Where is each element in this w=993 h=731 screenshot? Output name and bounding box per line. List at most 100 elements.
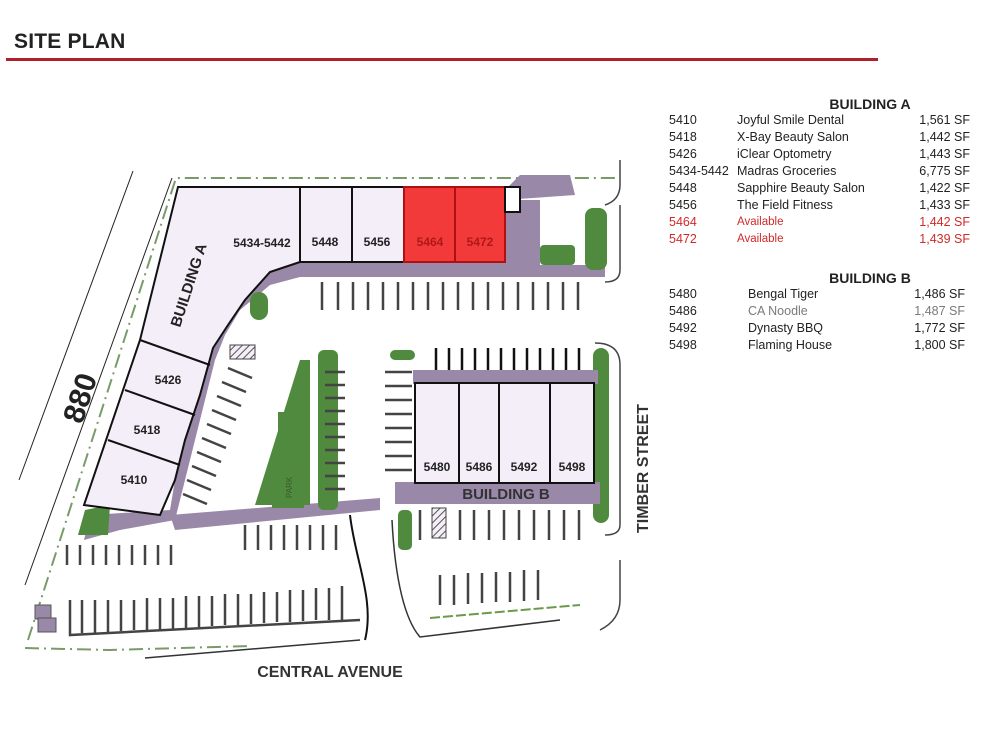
building-b bbox=[414, 382, 595, 484]
square-feet: 1,800 SF bbox=[914, 338, 965, 352]
parking-a-front bbox=[320, 282, 580, 310]
page-title: SITE PLAN bbox=[14, 30, 126, 53]
hedge bbox=[429, 604, 581, 619]
tenant-row: 5492 Dynasty BBQ 1,772 SF bbox=[665, 320, 975, 337]
tenant-name: Sapphire Beauty Salon bbox=[737, 181, 865, 195]
unit-number: 5486 bbox=[669, 304, 697, 318]
square-feet: 1,442 SF bbox=[919, 215, 970, 229]
tenant-legend: BUILDING A 5410 Joyful Smile Dental 1,56… bbox=[665, 96, 975, 368]
central-avenue-label: CENTRAL AVENUE bbox=[257, 664, 403, 681]
parking-b-top bbox=[434, 348, 581, 370]
square-feet: 1,443 SF bbox=[919, 147, 970, 161]
park-area bbox=[272, 463, 304, 508]
timber-street-curbs bbox=[594, 160, 621, 631]
tenant-row: 5486 CA Noodle 1,487 SF bbox=[665, 303, 975, 320]
unit-5480: 5480 bbox=[424, 460, 451, 474]
unit-number: 5472 bbox=[669, 232, 697, 246]
square-feet: 1,561 SF bbox=[919, 113, 970, 127]
tenant-name: iClear Optometry bbox=[737, 147, 832, 161]
square-feet: 1,772 SF bbox=[914, 321, 965, 335]
tenant-row: 5426 iClear Optometry 1,443 SF bbox=[665, 146, 975, 163]
title-divider bbox=[6, 58, 878, 61]
accessible-stall-b bbox=[431, 507, 447, 539]
parking-lower-right bbox=[438, 570, 540, 605]
unit-5418: 5418 bbox=[134, 423, 161, 437]
unit-number: 5492 bbox=[669, 321, 697, 335]
building-b-units: 5480 5486 5492 5498 bbox=[424, 460, 586, 474]
building-b-label: BUILDING B bbox=[462, 486, 550, 503]
square-feet: 1,487 SF bbox=[914, 304, 965, 318]
unit-5410: 5410 bbox=[121, 473, 148, 487]
unit-5472-highlight bbox=[454, 186, 506, 263]
tenant-row: 5456 The Field Fitness 1,433 SF bbox=[665, 197, 975, 214]
parking-center bbox=[325, 370, 412, 491]
unit-5426: 5426 bbox=[155, 373, 182, 387]
tenant-name: Available bbox=[737, 233, 784, 245]
central-avenue-curb bbox=[144, 639, 361, 659]
site-plan-map: 880 PARK 5434-5442 bbox=[18, 160, 652, 681]
building-b-heading: BUILDING B bbox=[829, 270, 911, 286]
unit-5456: 5456 bbox=[364, 235, 391, 249]
unit-5434-5442: 5434-5442 bbox=[233, 236, 291, 250]
tenant-row: 5498 Flaming House 1,800 SF bbox=[665, 337, 975, 354]
tenant-row: 5410 Joyful Smile Dental 1,561 SF bbox=[665, 112, 975, 129]
property-boundary bbox=[24, 177, 620, 652]
square-feet: 1,433 SF bbox=[919, 198, 970, 212]
corner-structure bbox=[34, 604, 57, 633]
unit-number: 5480 bbox=[669, 287, 697, 301]
unit-number: 5434-5442 bbox=[669, 164, 729, 178]
tenant-row-available: 5472 Available 1,439 SF bbox=[665, 231, 975, 248]
building-a-heading: BUILDING A bbox=[829, 96, 911, 112]
parking-b-bottom bbox=[418, 510, 581, 540]
unit-number: 5448 bbox=[669, 181, 697, 195]
building-b-walkway bbox=[395, 370, 600, 504]
unit-number: 5426 bbox=[669, 147, 697, 161]
unit-5464: 5464 bbox=[417, 235, 444, 249]
parking-bottom-row bbox=[68, 586, 361, 637]
tenant-row: 5448 Sapphire Beauty Salon 1,422 SF bbox=[665, 180, 975, 197]
square-feet: 1,442 SF bbox=[919, 130, 970, 144]
unit-5498: 5498 bbox=[559, 460, 586, 474]
square-feet: 1,439 SF bbox=[919, 232, 970, 246]
tenant-name: Flaming House bbox=[748, 338, 833, 352]
unit-number: 5498 bbox=[669, 338, 697, 352]
unit-5448: 5448 bbox=[312, 235, 339, 249]
unit-number: 5464 bbox=[669, 215, 697, 229]
unit-5492: 5492 bbox=[511, 460, 538, 474]
tenant-name: Bengal Tiger bbox=[748, 287, 819, 301]
tenant-name: Joyful Smile Dental bbox=[737, 113, 844, 127]
square-feet: 1,486 SF bbox=[914, 287, 965, 301]
tenant-name: Available bbox=[737, 216, 784, 228]
unit-5464-highlight bbox=[403, 186, 456, 263]
building-a bbox=[82, 186, 521, 517]
park-label: PARK bbox=[285, 476, 294, 498]
parking-a-angled bbox=[182, 366, 253, 506]
tenant-row-available: 5464 Available 1,442 SF bbox=[665, 214, 975, 231]
tenant-name: X-Bay Beauty Salon bbox=[737, 130, 849, 144]
unit-number: 5456 bbox=[669, 198, 697, 212]
drive-curb-right bbox=[391, 519, 561, 638]
parking-lower-left bbox=[65, 525, 338, 565]
unit-5472: 5472 bbox=[467, 235, 494, 249]
tenant-name: Madras Groceries bbox=[737, 164, 837, 178]
timber-street-label: TIMBER STREET bbox=[635, 404, 652, 533]
drive-curb-left bbox=[349, 514, 369, 641]
highway-label: 880 bbox=[57, 369, 104, 427]
landscape-areas bbox=[78, 208, 609, 550]
tenant-row: 5418 X-Bay Beauty Salon 1,442 SF bbox=[665, 129, 975, 146]
square-feet: 6,775 SF bbox=[919, 164, 970, 178]
building-a-units: 5434-5442 5448 5456 5464 5472 5426 5418 … bbox=[121, 235, 494, 487]
building-b-table: BUILDING B 5480 Bengal Tiger 1,486 SF 54… bbox=[665, 270, 975, 354]
unit-number: 5410 bbox=[669, 113, 697, 127]
unit-5486: 5486 bbox=[466, 460, 493, 474]
tenant-name: The Field Fitness bbox=[737, 198, 833, 212]
tenant-row: 5434-5442 Madras Groceries 6,775 SF bbox=[665, 163, 975, 180]
unit-number: 5418 bbox=[669, 130, 697, 144]
tenant-row: 5480 Bengal Tiger 1,486 SF bbox=[665, 286, 975, 303]
building-a-table: BUILDING A 5410 Joyful Smile Dental 1,56… bbox=[665, 96, 975, 248]
accessible-stall-a bbox=[229, 344, 256, 360]
highway-880 bbox=[18, 170, 173, 586]
tenant-name: Dynasty BBQ bbox=[748, 321, 824, 335]
tenant-name: CA Noodle bbox=[748, 304, 808, 318]
square-feet: 1,422 SF bbox=[919, 181, 970, 195]
